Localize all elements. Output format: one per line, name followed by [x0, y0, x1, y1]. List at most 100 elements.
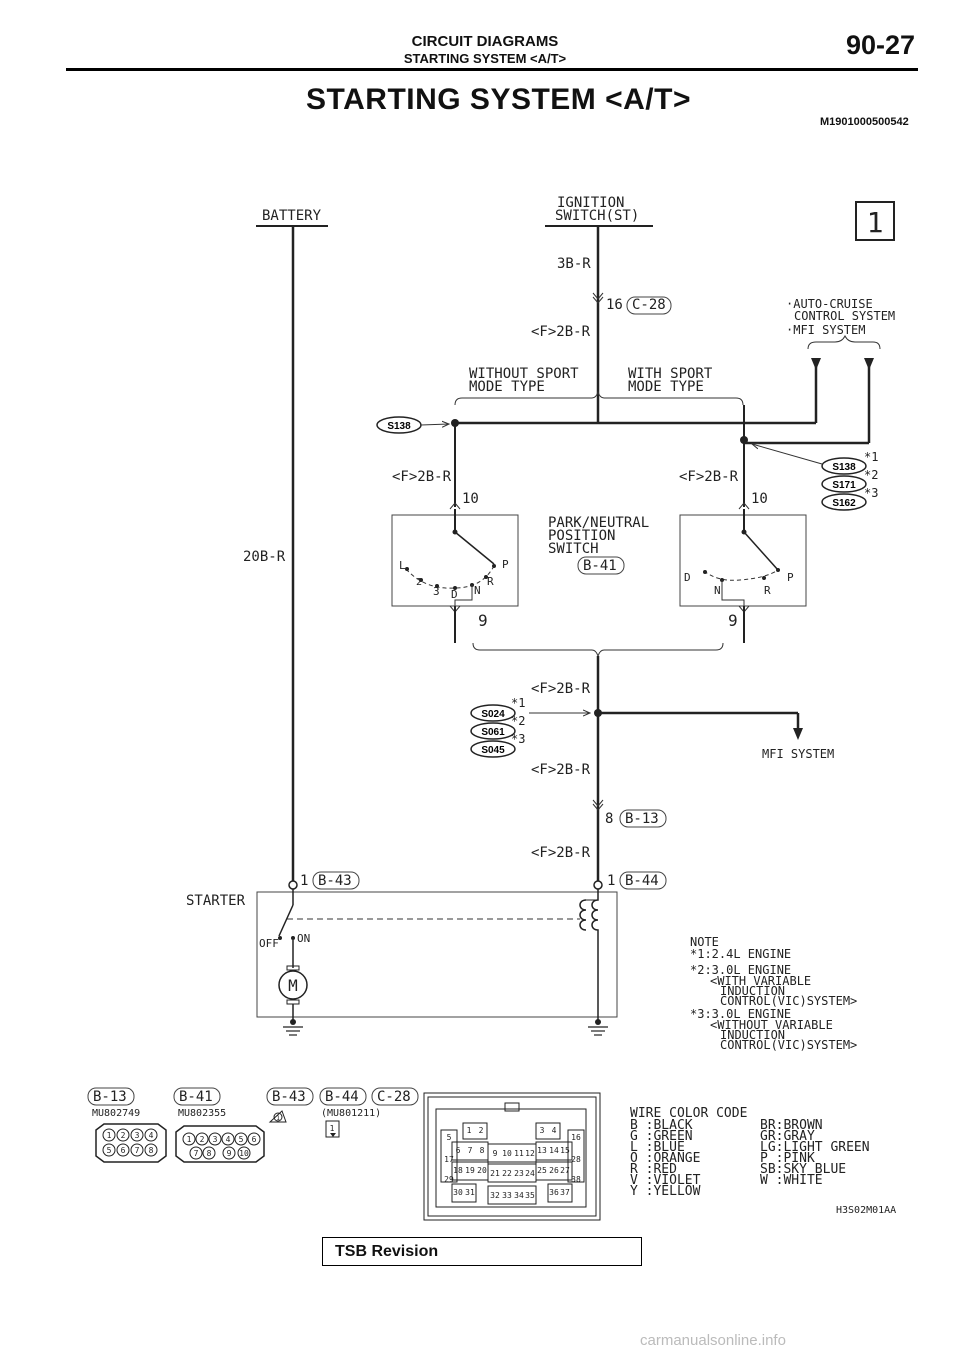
auto-cruise-label-1: ·AUTO-CRUISE	[786, 297, 873, 311]
b13-pin-3: 3	[135, 1131, 140, 1140]
ignition-label-2: SWITCH(ST)	[555, 208, 639, 224]
note-heading: NOTE	[690, 935, 719, 949]
pn-right-label-r: R	[764, 584, 771, 597]
mfi-system-bullet: ·MFI SYSTEM	[786, 323, 865, 337]
note-mark-1-right: *1	[864, 450, 878, 464]
connector-b13-mark	[592, 799, 604, 811]
pin-9-right: 9	[728, 611, 738, 630]
pn-right-label-p: P	[787, 571, 794, 584]
ground-icon	[283, 1026, 608, 1036]
part-b13: MU802749	[92, 1108, 140, 1119]
connector-b43-face	[268, 1110, 287, 1123]
c28-pin-36: 36	[549, 1188, 559, 1197]
pn-left-label-r: R	[487, 575, 494, 588]
sheet-number-box	[855, 201, 895, 241]
connector-c28-mark	[592, 292, 604, 304]
b41-pin-8: 8	[207, 1149, 212, 1158]
connector-mark-10-left	[449, 502, 461, 510]
pn-right-label-n: N	[714, 584, 721, 597]
c28-pin-2: 2	[479, 1126, 484, 1135]
wire-f2b-r-mid2: <F>2B-R	[531, 762, 591, 778]
pn-left-label-3: 3	[433, 585, 440, 598]
conn-b13-oval	[619, 809, 667, 828]
c28-pin-21: 21	[490, 1169, 500, 1178]
pn-left-dot-2	[419, 578, 423, 582]
pn-switch-label-3: SWITCH	[548, 541, 599, 557]
splice-s171	[821, 475, 867, 493]
b13-pin-7: 7	[135, 1146, 140, 1155]
starter-label: STARTER	[186, 893, 246, 909]
c28-pin-16: 16	[571, 1133, 581, 1142]
c28-pin-34: 34	[514, 1191, 524, 1200]
c28-pin-31: 31	[465, 1188, 475, 1197]
starter-terminal-left	[288, 880, 298, 890]
wire-code-entry: O :ORANGE	[630, 1151, 700, 1166]
c28-pin-5: 5	[447, 1133, 452, 1142]
wire-code-heading: WIRE COLOR CODE	[630, 1106, 747, 1121]
pn-left-dot-d	[453, 586, 457, 590]
c28-pin-23: 23	[514, 1169, 524, 1178]
tsb-revision-label: TSB Revision	[335, 1243, 439, 1260]
c28-pin-4: 4	[552, 1126, 557, 1135]
c28-pin-14: 14	[549, 1146, 559, 1155]
note-mark-3-right: *3	[864, 486, 878, 500]
splice-s162	[821, 493, 867, 511]
b41-pin-7: 7	[194, 1149, 199, 1158]
page-number: 90-27	[846, 30, 916, 60]
wire-code-entry: G :GREEN	[630, 1129, 693, 1144]
document-id: M1901000500542	[820, 116, 909, 128]
c28-pin-10: 10	[502, 1149, 512, 1158]
conn-label-b41-oval	[173, 1087, 221, 1106]
auto-cruise-arrow	[811, 358, 821, 370]
conn-b41-oval	[577, 556, 625, 575]
note-line-4: INDUCTION	[720, 984, 785, 998]
conn-label-b43-oval	[266, 1087, 314, 1106]
with-sport-2: MODE TYPE	[628, 379, 704, 395]
note-mark-2-lower: *2	[511, 714, 525, 728]
splice-s138-right-label: S138	[832, 462, 856, 473]
note-line-7: <WITHOUT VARIABLE	[710, 1018, 833, 1032]
splice-s138-left-label: S138	[387, 421, 411, 432]
pin-16: 16	[606, 297, 623, 313]
connector-b13-face	[95, 1123, 167, 1163]
b13-pin-2: 2	[121, 1131, 126, 1140]
pn-left-arm	[454, 531, 495, 565]
note-mark-2-right: *2	[864, 468, 878, 482]
starter-switch-on-dot	[291, 936, 295, 940]
pn-right-arc	[703, 569, 779, 581]
mfi-system-label: MFI SYSTEM	[762, 747, 834, 761]
splice-s024-label: S024	[481, 709, 505, 720]
watermark: carmanualsonline.info	[640, 1332, 786, 1349]
splice-s061-label: S061	[481, 727, 505, 738]
conn-label-b44: B-44	[325, 1089, 359, 1105]
pn-left-dot-3	[435, 584, 439, 588]
b13-pin-5: 5	[107, 1146, 112, 1155]
pn-left-label-d: D	[451, 588, 458, 601]
part-b44: (MU801211)	[321, 1108, 381, 1119]
splice-s045	[470, 740, 516, 758]
wire-code-entry: LG:LIGHT GREEN	[760, 1140, 870, 1155]
pn-left-dot-p	[492, 564, 496, 568]
pn-switch-label-2: POSITION	[548, 528, 615, 544]
mfi-arrow	[864, 358, 874, 370]
wire-f2b-r-mid1: <F>2B-R	[531, 681, 591, 697]
coil-inner	[579, 899, 587, 931]
b41-pin-4: 4	[226, 1135, 231, 1144]
wire-code-entry: W :WHITE	[760, 1173, 823, 1188]
conn-label-b41: B-41	[179, 1089, 213, 1105]
b41-pin-9: 9	[227, 1149, 232, 1158]
c28-pin-9: 9	[493, 1149, 498, 1158]
note-line-9: CONTROL(VIC)SYSTEM>	[720, 1038, 857, 1052]
conn-b44-oval	[619, 871, 667, 890]
conn-label-b13-oval	[87, 1087, 135, 1106]
conn-label-b44-oval	[319, 1087, 367, 1106]
sheet-number: 1	[867, 206, 884, 239]
connector-c28-face	[423, 1092, 601, 1221]
conn-label-c28-oval	[371, 1087, 419, 1106]
pin-1-left: 1	[300, 873, 308, 889]
auto-cruise-label-2: CONTROL SYSTEM	[794, 309, 895, 323]
wire-3b-r-label: 3B-R	[557, 256, 591, 272]
starter-box	[256, 891, 618, 1018]
c28-pin-7: 7	[468, 1146, 473, 1155]
c28-pin-35: 35	[525, 1191, 535, 1200]
